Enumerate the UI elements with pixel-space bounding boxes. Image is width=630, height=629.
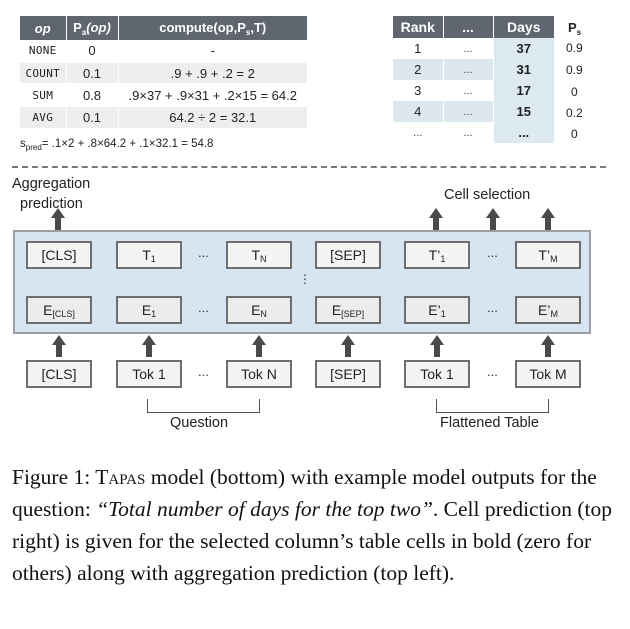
rank-cell: 2 [393,59,444,80]
rank-cell: ... [393,122,444,143]
encoder-panel [13,230,591,334]
figure-caption: Figure 1: Tapas model (bottom) with exam… [12,465,613,585]
up-arrow-icon [52,335,66,357]
up-arrow-icon [429,208,443,230]
header-op: op [20,16,67,40]
ellipsis-cell: ... [443,59,494,80]
aggregation-table: op Pa(op) compute(op,Ps,T) NONE 0 - COUN… [20,16,307,128]
token-table-tokm: Tok M [515,360,581,388]
up-arrow-icon [541,335,555,357]
table-row: ... ... ... [393,122,554,143]
compute-cell: .9×37 + .9×31 + .2×15 = 64.2 [118,83,307,106]
question-label: Question [170,415,229,431]
dashed-separator [12,166,606,168]
op-cell: AVG [20,105,67,128]
table-row: COUNT 0.1 .9 + .9 + .2 = 2 [20,61,307,84]
ellipsis: ... [487,364,498,379]
output-t-prime-m: T’M [515,241,581,269]
compute-cell: .9 + .9 + .2 = 2 [118,61,307,84]
embedding-e-prime-1: E’1 [404,296,470,324]
rank-table: Rank ... Days 1 ... 37 2 ... 31 3 ... 17… [393,16,554,143]
ellipsis-cell: ... [443,80,494,101]
aggregation-prediction-label: Aggregation prediction [12,176,91,212]
ellipsis-cell: ... [443,38,494,59]
embedding-cls: E[CLS] [26,296,92,324]
token-cls: [CLS] [26,360,92,388]
table-row: NONE 0 - [20,40,307,62]
pa-cell: 0.1 [66,61,119,84]
header-days: Days [493,16,554,38]
rank-cell: 4 [393,101,444,122]
ps-value: 0.9 [566,63,583,77]
ps-value: 0.9 [566,41,583,55]
ps-value: 0 [571,85,578,99]
flattened-table-brace [436,399,549,413]
token-tok1: Tok 1 [116,360,182,388]
rank-cell: 1 [393,38,444,59]
up-arrow-icon [430,335,444,357]
header-compute: compute(op,Ps,T) [118,16,307,40]
days-cell: 15 [493,101,554,122]
up-arrow-icon [486,208,500,230]
days-cell: 31 [493,59,554,80]
rank-header-row: Rank ... Days [393,16,554,38]
flattened-table-label: Flattened Table [440,415,539,431]
rank-cell: 3 [393,80,444,101]
table-row: 3 ... 17 [393,80,554,101]
up-arrow-icon [142,335,156,357]
compute-cell: 64.2 ÷ 2 = 32.1 [118,105,307,128]
table-row: 2 ... 31 [393,59,554,80]
days-cell: 37 [493,38,554,59]
days-cell: ... [493,122,554,143]
days-cell: 17 [493,80,554,101]
ellipsis: ... [487,245,498,260]
ellipsis-cell: ... [443,101,494,122]
ps-value: 0.2 [566,106,583,120]
table-row: SUM 0.8 .9×37 + .9×31 + .2×15 = 64.2 [20,83,307,106]
embedding-sep: E[SEP] [315,296,381,324]
ellipsis: ... [198,300,209,315]
ellipsis: ... [487,300,498,315]
vertical-ellipsis: ⋮ [299,272,311,286]
cell-selection-label: Cell selection [444,187,531,203]
ellipsis: ... [198,245,209,260]
op-cell: COUNT [20,61,67,84]
ellipsis-cell: ... [443,122,494,143]
s-pred-formula: spred= .1×2 + .8×64.2 + .1×32.1 = 54.8 [20,138,214,152]
ellipsis: ... [198,364,209,379]
op-cell: NONE [20,40,67,62]
header-ellipsis: ... [443,16,494,38]
question-brace [147,399,260,413]
output-sep: [SEP] [315,241,381,269]
pa-cell: 0 [66,40,119,62]
token-sep: [SEP] [315,360,381,388]
output-cls: [CLS] [26,241,92,269]
up-arrow-icon [51,208,65,230]
header-pa: Pa(op) [66,16,119,40]
table-row: AVG 0.1 64.2 ÷ 2 = 32.1 [20,105,307,128]
header-rank: Rank [393,16,444,38]
up-arrow-icon [541,208,555,230]
compute-cell: - [118,40,307,62]
up-arrow-icon [252,335,266,357]
token-tokn: Tok N [226,360,292,388]
table-row: 4 ... 15 [393,101,554,122]
ps-header: Ps [568,20,582,37]
token-table-tok1: Tok 1 [404,360,470,388]
table-row: 1 ... 37 [393,38,554,59]
aggregation-header-row: op Pa(op) compute(op,Ps,T) [20,16,307,40]
pa-cell: 0.1 [66,105,119,128]
pa-cell: 0.8 [66,83,119,106]
embedding-e-prime-m: E’M [515,296,581,324]
ps-value: 0 [571,127,578,141]
output-t-prime-1: T’1 [404,241,470,269]
op-cell: SUM [20,83,67,106]
up-arrow-icon [341,335,355,357]
